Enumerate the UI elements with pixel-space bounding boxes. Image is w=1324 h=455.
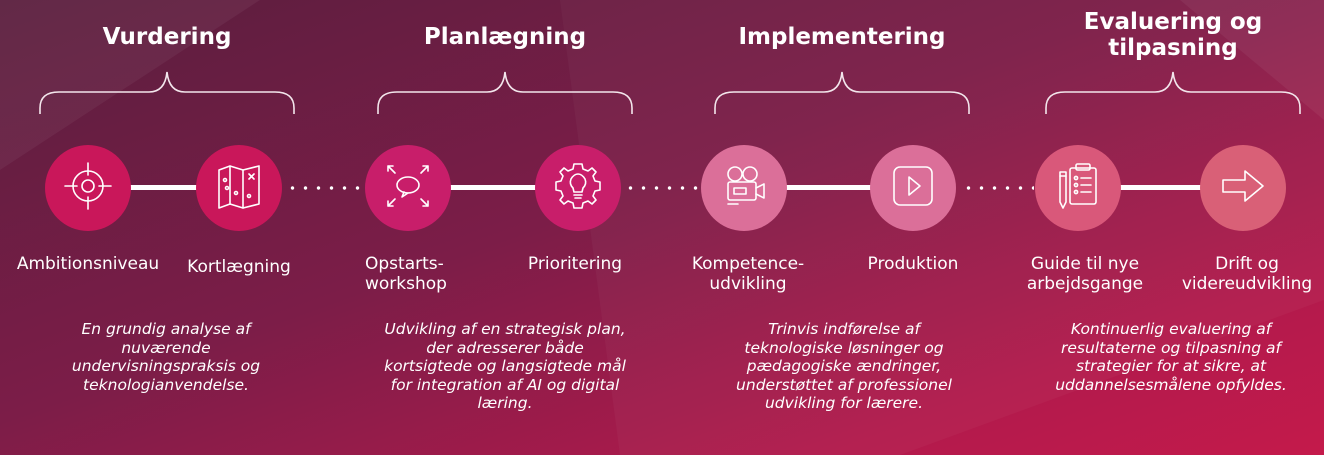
phase-title-vurdering: Vurdering xyxy=(102,24,232,50)
brace-vurdering xyxy=(39,71,295,114)
step-circle-guide xyxy=(1035,145,1121,231)
description-vurdering: En grundig analyse af nuværende undervis… xyxy=(71,320,261,394)
step-label-opstartsworkshop: Opstarts- workshop xyxy=(365,254,447,294)
connector-evaluering xyxy=(1120,185,1250,190)
video-camera-icon xyxy=(718,160,770,216)
brace-implementering xyxy=(714,71,970,114)
step-circle-kortlaegning xyxy=(196,145,282,231)
workshop-icon xyxy=(382,160,434,216)
phase-title-planlaegning: Planlægning xyxy=(423,24,587,50)
phase-title-implementering: Implementering xyxy=(738,24,946,50)
dotted-connector-3 xyxy=(962,186,1034,190)
connector-vurdering xyxy=(110,185,240,190)
step-label-kortlaegning: Kortlægning xyxy=(187,257,291,277)
step-label-drift: Drift og videreudvikling xyxy=(1181,254,1313,294)
connector-planlaegning xyxy=(450,185,580,190)
step-circle-drift xyxy=(1200,145,1286,231)
step-label-produktion: Produktion xyxy=(867,254,959,274)
description-evaluering: Kontinuerlig evaluering af resultaterne … xyxy=(1055,320,1287,394)
step-circle-opstartsworkshop xyxy=(365,145,451,231)
phase-title-evaluering: Evaluering og tilpasning xyxy=(1083,9,1263,61)
description-planlaegning: Udvikling af en strategisk plan, der adr… xyxy=(384,320,626,412)
connector-implementering xyxy=(786,185,916,190)
arrow-right-icon xyxy=(1217,160,1269,216)
description-implementering: Trinvis indførelse af teknologiske løsni… xyxy=(736,320,952,412)
step-circle-ambitionsniveau xyxy=(45,145,131,231)
brace-planlaegning xyxy=(377,71,633,114)
target-icon xyxy=(62,160,114,216)
step-label-kompetenceudvikling: Kompetence- udvikling xyxy=(691,254,805,294)
step-label-ambitionsniveau: Ambitionsniveau xyxy=(16,254,160,274)
lightbulb-gear-icon xyxy=(552,160,604,216)
map-icon xyxy=(213,160,265,216)
step-circle-prioritering xyxy=(535,145,621,231)
play-icon xyxy=(887,160,939,216)
step-label-prioritering: Prioritering xyxy=(527,254,623,274)
dotted-connector-1 xyxy=(286,186,364,190)
checklist-icon xyxy=(1052,160,1104,216)
brace-evaluering xyxy=(1045,71,1301,114)
step-circle-kompetenceudvikling xyxy=(701,145,787,231)
step-circle-produktion xyxy=(870,145,956,231)
dotted-connector-2 xyxy=(624,186,702,190)
step-label-guide: Guide til nye arbejdsgange xyxy=(1026,254,1144,294)
